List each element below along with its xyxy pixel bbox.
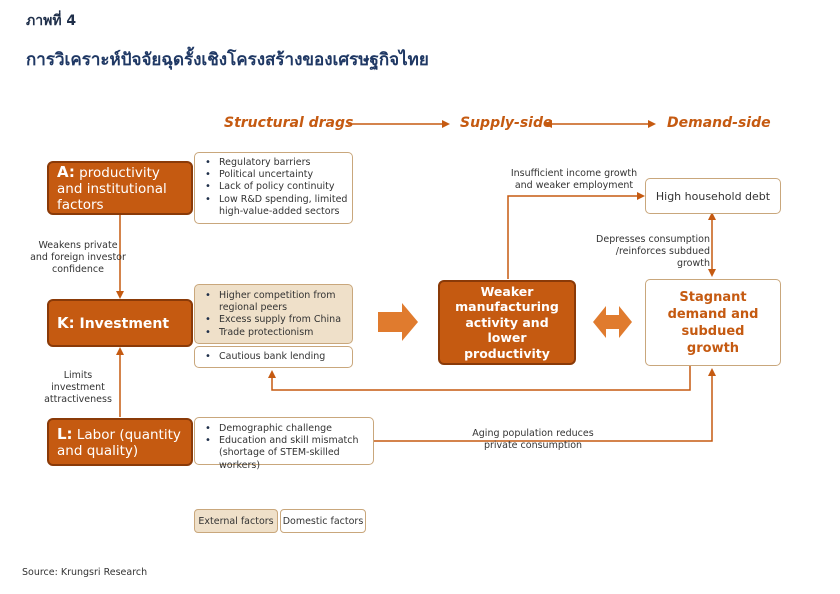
arrow-manufacturing-to-debt (507, 192, 645, 279)
bullet-item: Lack of policy continuity (205, 181, 352, 193)
manufacturing-box: Weaker manufacturing activity and lower … (438, 280, 576, 365)
source-note: Source: Krungsri Research (22, 567, 148, 578)
label-line: and foreign investor (30, 252, 126, 263)
label-line: private consumption (483, 440, 583, 451)
factor-k-external-bullets: Higher competition from regional peers E… (194, 284, 353, 344)
header-supply-side: Supply-side (460, 115, 553, 131)
factor-a-letter: A: (57, 162, 75, 181)
bullet-item: Education and skill mismatch (205, 435, 373, 447)
label-line: and weaker employment (514, 180, 634, 191)
bullet-item: Cautious bank lending (205, 351, 352, 363)
label-income-employment: Insufficient income growth and weaker em… (508, 168, 640, 192)
label-line: /reinforces subdued growth (615, 246, 710, 269)
bullet-item: Higher competition from (205, 290, 352, 302)
legend-domestic-factors: Domestic factors (280, 509, 366, 533)
factor-l-box: L: Labor (quantity and quality) (47, 418, 193, 466)
bullet-item: Trade protectionism (205, 327, 352, 339)
legend-domestic-label: Domestic factors (282, 515, 364, 527)
household-debt-text: High household debt (655, 189, 771, 203)
bullet-item: Political uncertainty (205, 169, 352, 181)
label-aging-population: Aging population reduces private consump… (470, 428, 596, 452)
label-weakens-confidence: Weakens private and foreign investor con… (26, 240, 130, 276)
bullet-item: Low R&D spending, limited (205, 194, 352, 206)
label-limits-investment: Limits investment attractiveness (36, 370, 120, 406)
figure-label: ภาพที่ 4 (26, 13, 77, 29)
bullet-item: Excess supply from China (205, 314, 352, 326)
factor-k-box: K: Investment (47, 299, 193, 347)
factor-l-text: Labor (quantity and quality) (57, 426, 181, 459)
block-arrow-to-manufacturing (378, 303, 418, 341)
factor-k-text: Investment (74, 315, 170, 332)
label-line: Depresses consumption (596, 234, 710, 245)
label-line: confidence (51, 264, 104, 275)
factor-k-letter: K: (57, 313, 75, 332)
factor-a-text: productivity and institutional factors (57, 164, 167, 213)
label-line: Weakens private (38, 240, 118, 251)
manufacturing-text: Weaker manufacturing activity and lower … (455, 283, 559, 361)
figure-title: การวิเคราะห์ปัจจัยฉุดรั้งเชิงโครงสร้างขอ… (26, 50, 429, 70)
bullet-continuation: high-value-added sectors (219, 205, 340, 217)
header-demand-side: Demand-side (667, 115, 771, 131)
household-debt-box: High household debt (645, 178, 781, 214)
factor-l-bullets: Demographic challenge Education and skil… (194, 417, 374, 471)
bullet-continuation: (shortage of STEM-skilled workers) (219, 447, 340, 471)
header-structural-drags: Structural drags (224, 115, 354, 131)
legend-external-factors: External factors (194, 509, 278, 533)
label-depresses-consumption: Depresses consumption /reinforces subdue… (588, 234, 710, 270)
stagnant-demand-box: Stagnant demand and subdued growth (645, 279, 781, 366)
arrow-labor-to-stagnant (374, 368, 716, 442)
label-line: Aging population reduces (472, 428, 594, 439)
arrow-stagnant-to-lending (268, 366, 691, 391)
bullet-continuation: regional peers (219, 302, 288, 314)
block-arrow-bidirectional (593, 306, 632, 338)
bullet-item: Regulatory barriers (205, 157, 352, 169)
label-line: Limits investment (51, 370, 105, 393)
bullet-item: Demographic challenge (205, 423, 373, 435)
factor-k-domestic-bullets: Cautious bank lending (194, 346, 353, 368)
factor-a-bullets: Regulatory barriers Political uncertaint… (194, 152, 353, 224)
factor-l-letter: L: (57, 424, 73, 443)
label-line: attractiveness (44, 394, 112, 405)
factor-a-box: A: productivity and institutional factor… (47, 161, 193, 215)
stagnant-demand-text: Stagnant demand and subdued growth (667, 289, 759, 356)
label-line: Insufficient income growth (510, 168, 638, 179)
legend-external-label: External factors (198, 515, 274, 527)
